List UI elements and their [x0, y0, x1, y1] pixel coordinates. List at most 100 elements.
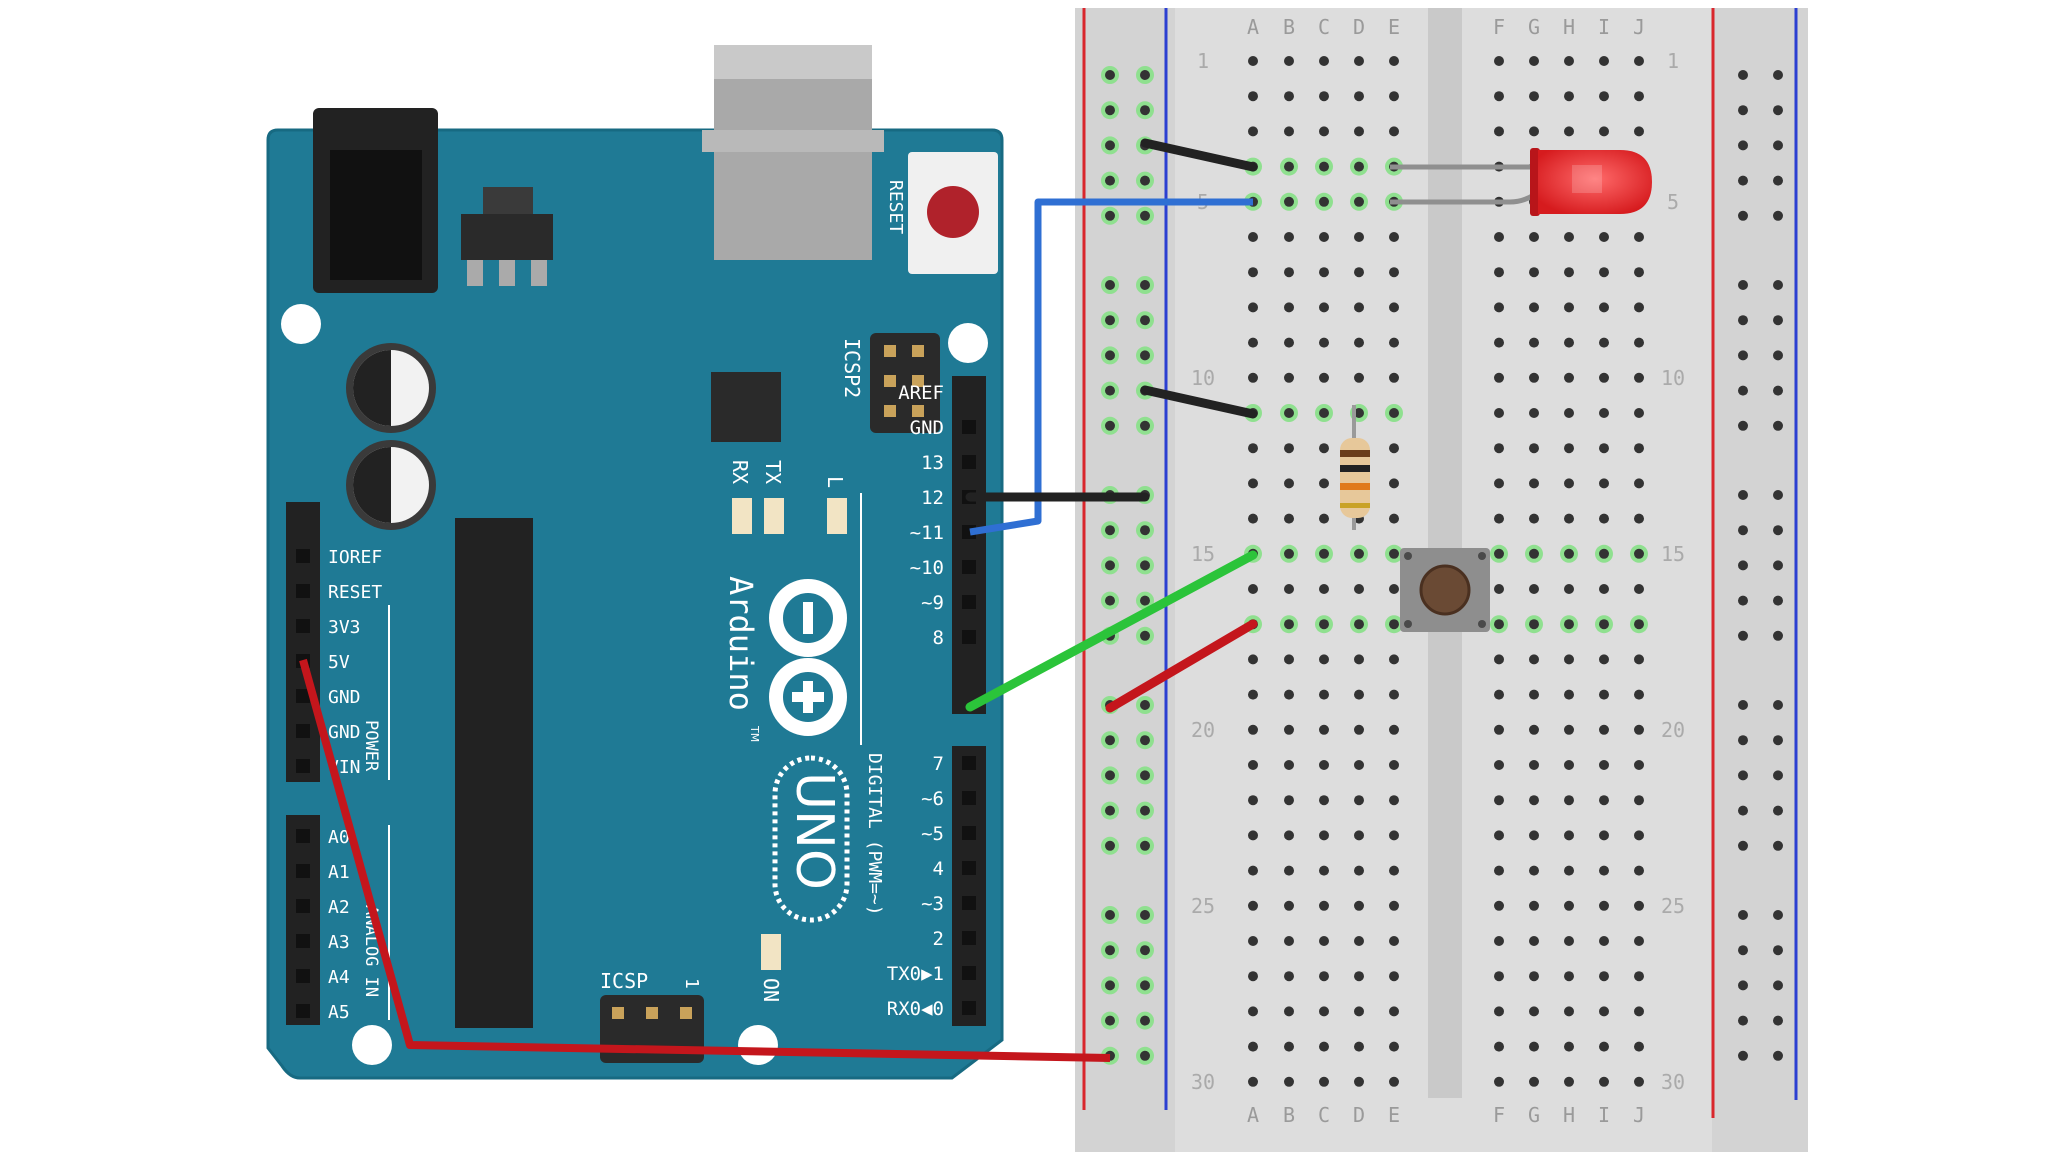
breadboard-hole — [1529, 91, 1539, 102]
power-pin-label: GND — [328, 687, 361, 708]
breadboard-hole — [1529, 548, 1539, 559]
rail-hole — [1738, 350, 1748, 361]
breadboard-hole — [1389, 971, 1399, 982]
breadboard-hole — [1494, 302, 1504, 313]
icsp2-pin — [884, 375, 896, 387]
breadboard-hole — [1248, 760, 1258, 770]
breadboard-hole — [1634, 971, 1644, 982]
breadboard-hole — [1634, 267, 1644, 278]
breadboard-hole — [1494, 654, 1504, 665]
breadboard-hole — [1319, 689, 1329, 700]
rail-hole — [1105, 1015, 1115, 1026]
breadboard-hole — [1564, 408, 1574, 418]
rail-hole — [1140, 770, 1150, 781]
breadboard-hole — [1494, 513, 1504, 524]
breadboard-hole — [1494, 91, 1504, 102]
breadboard-hole — [1354, 1041, 1364, 1052]
breadboard-hole — [1494, 232, 1504, 242]
breadboard-hole — [1599, 865, 1609, 876]
header-pin — [296, 969, 310, 983]
rail-hole — [1140, 420, 1150, 431]
digital-pin-label: ~11 — [910, 522, 944, 544]
breadboard-hole — [1354, 689, 1364, 700]
breadboard-hole — [1599, 830, 1609, 841]
power-pin-label: RESET — [328, 582, 382, 603]
header-pin — [296, 759, 310, 773]
breadboard-hole — [1284, 232, 1294, 242]
resistor[interactable] — [1340, 405, 1370, 530]
breadboard-hole — [1494, 478, 1504, 489]
breadboard-hole — [1599, 795, 1609, 806]
breadboard-hole — [1248, 443, 1258, 454]
digital-pin-label: GND — [910, 417, 944, 439]
breadboard-hole — [1284, 91, 1294, 102]
breadboard-hole — [1599, 302, 1609, 313]
breadboard-hole — [1634, 337, 1644, 348]
icsp-pins — [612, 1007, 692, 1019]
breadboard-hole — [1389, 91, 1399, 102]
breadboard-hole — [1389, 443, 1399, 454]
rail-hole — [1140, 350, 1150, 361]
breadboard-hole — [1354, 302, 1364, 313]
breadboard-hole — [1319, 196, 1329, 207]
breadboard-hole — [1529, 760, 1539, 770]
icsp-pin1-label: 1 — [681, 978, 702, 989]
voltage-regulator-tab — [483, 187, 533, 217]
breadboard-hole — [1389, 267, 1399, 278]
rail-hole — [1105, 105, 1115, 116]
rail-hole — [1773, 630, 1783, 641]
breadboard-hole — [1564, 443, 1574, 454]
red-led[interactable] — [1390, 148, 1652, 216]
rail-hole — [1738, 980, 1748, 991]
breadboard-hole — [1284, 760, 1294, 770]
breadboard-hole — [1599, 619, 1609, 630]
rail-hole — [1738, 70, 1748, 80]
wire-red-5v-rail — [299, 658, 1111, 1062]
digital-pin-label: ~6 — [921, 788, 944, 810]
column-header: J — [1633, 15, 1645, 39]
power-pin-label: 3V3 — [328, 617, 361, 638]
breadboard-hole — [1634, 865, 1644, 876]
breadboard-hole — [1599, 408, 1609, 418]
breadboard-hole — [1494, 971, 1504, 982]
breadboard-hole — [1599, 724, 1609, 735]
breadboard-hole — [1529, 971, 1539, 982]
breadboard-hole — [1354, 337, 1364, 348]
icsp2-pin — [884, 345, 896, 357]
breadboard-hole — [1389, 548, 1399, 559]
rail-hole — [1105, 770, 1115, 781]
breadboard-hole — [1248, 126, 1258, 137]
breadboard-hole — [1354, 408, 1364, 418]
breadboard-hole — [1354, 724, 1364, 735]
breadboard-hole — [1634, 689, 1644, 700]
breadboard-hole — [1634, 478, 1644, 489]
breadboard-hole — [1389, 302, 1399, 313]
breadboard-hole — [1248, 724, 1258, 735]
breadboard-hole — [1634, 126, 1644, 137]
led-rim — [1530, 148, 1540, 216]
row-number: 30 — [1661, 1070, 1685, 1094]
breadboard-hole — [1354, 795, 1364, 806]
reset-button[interactable] — [927, 186, 979, 238]
header-pin — [296, 864, 310, 878]
breadboard-hole — [1284, 161, 1294, 172]
breadboard-hole — [1494, 1041, 1504, 1052]
push-button[interactable] — [1400, 548, 1490, 632]
trademark-label: TM — [748, 725, 761, 742]
breadboard-hole — [1248, 302, 1258, 313]
push-button-cap[interactable] — [1419, 564, 1471, 616]
rail-hole — [1140, 210, 1150, 221]
breadboard-hole — [1599, 372, 1609, 383]
header-pin — [962, 756, 976, 770]
breadboard-hole — [1564, 689, 1574, 700]
breadboard-hole — [1284, 795, 1294, 806]
breadboard-hole — [1599, 478, 1609, 489]
rail-hole — [1773, 105, 1783, 116]
analog-pin-label: A1 — [328, 862, 350, 883]
breadboard-hole — [1248, 936, 1258, 946]
breadboard-hole — [1354, 936, 1364, 946]
breadboard-hole — [1529, 654, 1539, 665]
breadboard-hole — [1319, 126, 1329, 137]
